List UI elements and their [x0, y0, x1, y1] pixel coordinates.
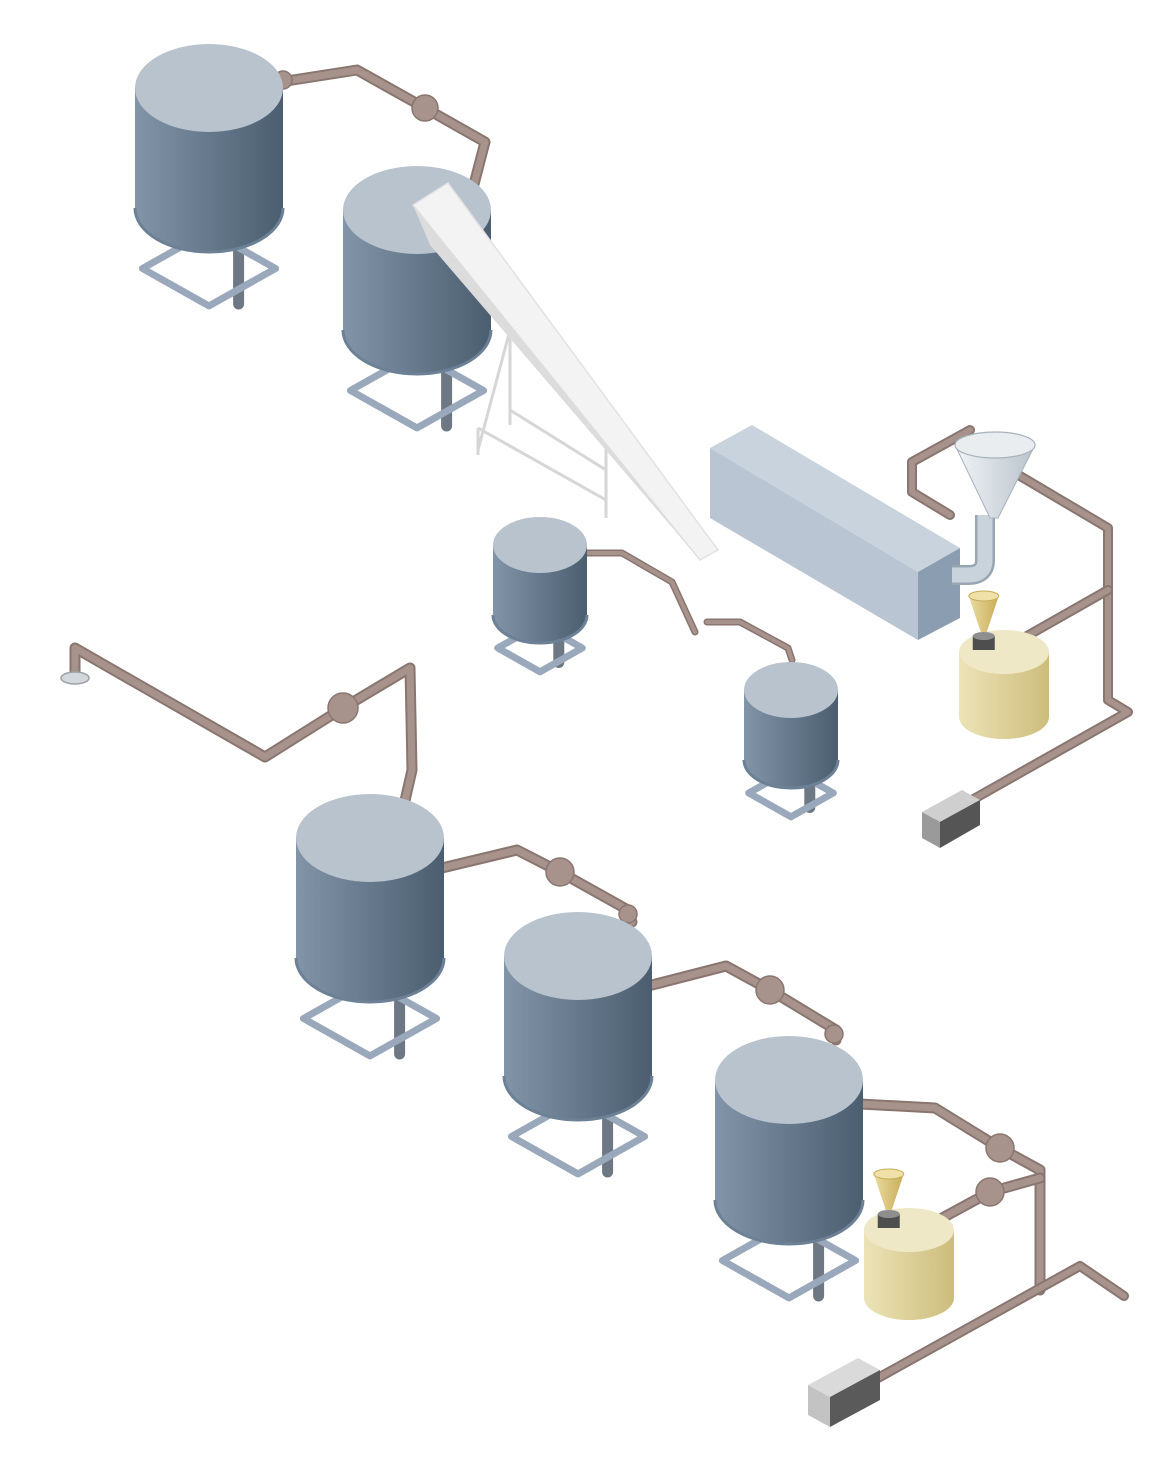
- tank-rim: [742, 759, 840, 790]
- motor-upper: [922, 790, 980, 848]
- valve-icon: [985, 1133, 1015, 1163]
- reactor-cap: [972, 636, 995, 650]
- tank-body: [493, 545, 587, 643]
- tank-body: [504, 956, 652, 1120]
- mixer-box-front: [710, 448, 918, 640]
- tank-body: [296, 838, 444, 1002]
- conveyor-belt: [411, 181, 720, 561]
- reactor-top: [864, 1208, 954, 1252]
- storage-tank-lower-3: [713, 1036, 865, 1354]
- tank-rim: [713, 1199, 865, 1246]
- reactor-vessel-lower: [864, 1168, 954, 1385]
- conveyor-side: [413, 205, 700, 560]
- tank-body: [135, 88, 283, 252]
- inclined-conveyor: [411, 181, 720, 561]
- pipe-flange: [824, 1024, 844, 1044]
- tank-top: [135, 44, 283, 132]
- valve-icon: [411, 94, 439, 122]
- pipe-middle-small-tanks: [581, 549, 796, 664]
- tank-top: [504, 912, 652, 1000]
- valve-icon: [755, 975, 785, 1005]
- reactor-body: [864, 1230, 954, 1320]
- small-funnel-icon: [968, 596, 999, 632]
- mixer-box-top: [710, 425, 960, 572]
- tank-legs: [716, 1189, 862, 1354]
- storage-tank-lower-2: [502, 912, 654, 1230]
- valve-icon: [327, 692, 359, 724]
- valve-icon: [975, 1177, 1005, 1207]
- pipe-inlet-cap: [60, 671, 90, 685]
- motor-lower: [808, 1358, 880, 1427]
- tank-rim: [341, 329, 493, 376]
- tank-top: [493, 517, 587, 573]
- feed-hopper-funnel: [952, 431, 1036, 585]
- tank-body: [744, 690, 838, 788]
- reactors: [864, 590, 1049, 1385]
- storage-tank-lower-1: [294, 794, 446, 1112]
- small-funnel-icon: [873, 1174, 904, 1210]
- tank-top: [296, 794, 444, 882]
- pipe-lower-inlet: [60, 642, 418, 811]
- tank-rim: [502, 1075, 654, 1122]
- pipe-lower-tank2-to-tank3: [646, 960, 844, 1046]
- small-tank-middle-1: [491, 517, 589, 706]
- reactor-body: [959, 652, 1049, 739]
- storage-tank-upper-1: [133, 44, 285, 362]
- pipe-lower-tank1-to-tank2: [436, 844, 638, 928]
- tank-rim: [133, 207, 285, 254]
- pipe-flange: [618, 904, 638, 924]
- tank-rim: [491, 614, 589, 645]
- tank-top: [715, 1036, 863, 1124]
- valve-icon: [545, 857, 575, 887]
- reactor-top: [959, 630, 1049, 674]
- tank-top: [744, 662, 838, 718]
- pipe-upper-tank1-to-tank2: [273, 64, 491, 198]
- small-tank-middle-2: [742, 662, 840, 851]
- mixer-box-end: [918, 548, 960, 640]
- reactor-vessel-upper: [959, 590, 1049, 804]
- tanks: [133, 44, 865, 1354]
- tank-body: [715, 1080, 863, 1244]
- reactor-cap: [877, 1214, 900, 1228]
- tank-rim: [294, 957, 446, 1004]
- mixer-box: [710, 425, 960, 640]
